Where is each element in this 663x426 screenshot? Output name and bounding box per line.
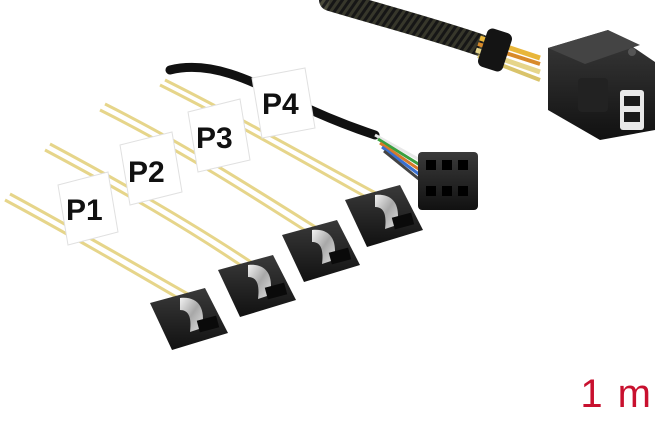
tag-p2-label: P2	[128, 156, 165, 189]
sata-cable-p2	[44, 142, 261, 277]
tag-p4-label: P4	[262, 88, 299, 121]
tag-p3: P3	[187, 98, 251, 173]
sideband-connector	[418, 152, 478, 210]
sata-cable-p1	[4, 192, 196, 307]
tag-p1-label: P1	[66, 194, 103, 227]
braided-main-cable	[319, 0, 541, 82]
sata-connector-p3	[282, 220, 360, 282]
cable-length-label: 1 m	[580, 372, 653, 416]
mini-sas-hd-connector	[548, 30, 655, 140]
sata-connector-p1	[150, 288, 228, 350]
tag-p3-label: P3	[196, 122, 233, 155]
tag-p2: P2	[119, 131, 183, 206]
tag-p4: P4	[251, 67, 316, 139]
sata-connector-p2	[218, 255, 296, 317]
sata-connector-p4	[345, 185, 423, 247]
tag-p1: P1	[57, 171, 119, 246]
